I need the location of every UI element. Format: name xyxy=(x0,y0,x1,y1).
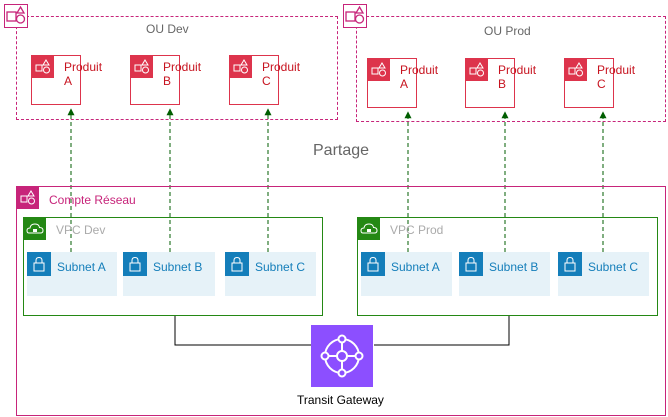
subnet-label: Subnet B xyxy=(489,260,539,274)
service-catalog-product-icon xyxy=(32,56,54,78)
organization-unit-icon xyxy=(4,4,28,28)
vpc-dev-group xyxy=(23,217,323,316)
product-dev-c[interactable]: Produit C xyxy=(229,55,300,105)
vpc-prod-title: VPC Prod xyxy=(390,223,444,237)
service-catalog-product-icon xyxy=(230,56,252,78)
subnet-label: Subnet A xyxy=(391,260,440,274)
subnet-lock-icon xyxy=(123,252,147,276)
service-catalog-product-icon xyxy=(131,56,153,78)
service-catalog-product-icon xyxy=(565,59,587,81)
product-label: Produit B xyxy=(498,63,537,91)
subnet-dev-c[interactable]: Subnet C xyxy=(225,252,316,296)
product-prod-a[interactable]: Produit A xyxy=(367,58,438,108)
ou-dev-title: OU Dev xyxy=(146,22,189,36)
subnet-label: Subnet A xyxy=(57,260,106,274)
vpc-dev-title: VPC Dev xyxy=(56,223,106,237)
product-prod-b[interactable]: Produit B xyxy=(465,58,536,108)
subnet-lock-icon xyxy=(27,252,51,276)
product-label: Produit A xyxy=(64,60,103,88)
ou-prod-title: OU Prod xyxy=(484,24,531,38)
product-dev-b[interactable]: Produit B xyxy=(130,55,201,105)
account-icon xyxy=(17,187,39,209)
subnet-dev-a[interactable]: Subnet A xyxy=(27,252,117,296)
subnet-lock-icon xyxy=(225,252,249,276)
share-label: Partage xyxy=(313,142,370,159)
product-label: Produit C xyxy=(262,60,301,88)
tgw-link-vpc-prod xyxy=(374,316,510,346)
subnet-label: Subnet C xyxy=(255,260,306,274)
product-label: Produit B xyxy=(163,60,202,88)
subnet-prod-b[interactable]: Subnet B xyxy=(459,252,550,296)
service-catalog-product-icon xyxy=(368,59,390,81)
subnet-lock-icon xyxy=(459,252,483,276)
ou-dev-group xyxy=(16,16,338,120)
product-label: Produit A xyxy=(400,63,439,91)
transit-gateway-icon[interactable] xyxy=(311,325,373,387)
ou-prod-group xyxy=(356,16,666,122)
service-catalog-product-icon xyxy=(466,59,488,81)
product-dev-a[interactable]: Produit A xyxy=(31,55,102,105)
account-title: Compte Réseau xyxy=(49,193,136,207)
vpc-cloud-lock-icon xyxy=(24,218,46,240)
network-account-group xyxy=(16,186,666,416)
subnet-label: Subnet C xyxy=(588,260,639,274)
subnet-prod-a[interactable]: Subnet A xyxy=(361,252,452,296)
subnet-lock-icon xyxy=(558,252,582,276)
tgw-link-vpc-dev xyxy=(174,316,311,346)
vpc-prod-group xyxy=(357,217,658,316)
subnet-prod-c[interactable]: Subnet C xyxy=(558,252,649,296)
transit-gateway-label: Transit Gateway xyxy=(297,393,384,407)
product-label: Produit C xyxy=(597,63,636,91)
product-prod-c[interactable]: Produit C xyxy=(564,58,635,108)
organization-unit-icon xyxy=(343,4,367,28)
subnet-dev-b[interactable]: Subnet B xyxy=(123,252,215,296)
vpc-cloud-lock-icon xyxy=(358,218,380,240)
subnet-lock-icon xyxy=(361,252,385,276)
subnet-label: Subnet B xyxy=(153,260,203,274)
